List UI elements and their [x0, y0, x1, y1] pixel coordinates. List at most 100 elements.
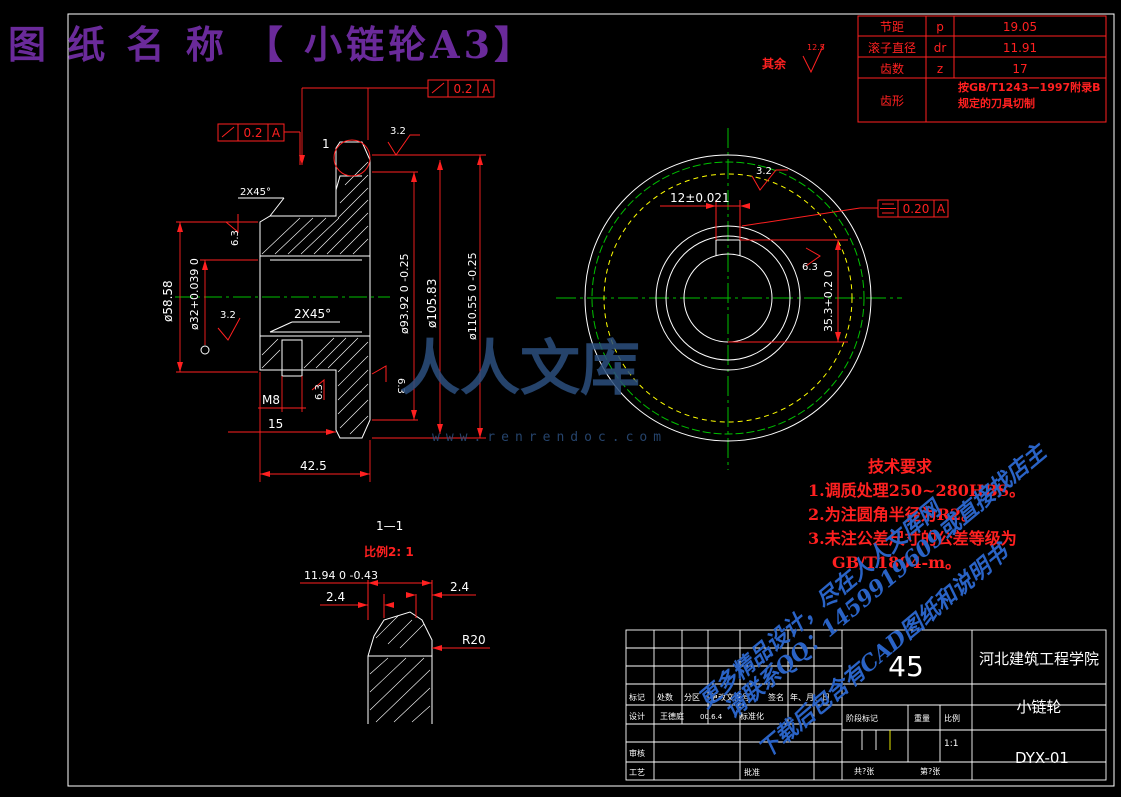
- chamfer-b-leader-tip: [269, 321, 293, 333]
- right-front-view: 3.2 6.3 12±0.021 35.3+0.2 0 0.20 A: [556, 128, 949, 470]
- dim-105-83: ø105.83: [425, 279, 439, 328]
- tol-top-value: 0.2: [453, 82, 472, 96]
- tb-row-label-1: 处数: [657, 692, 673, 702]
- tol-left-value: 0.2: [243, 126, 262, 140]
- detail-arrowheads: [358, 580, 442, 651]
- param-value-profile-box: 按GB/T1243—1997附录B规定的刀具切制: [958, 81, 1101, 110]
- hub-circle: [655, 225, 801, 371]
- outer-tip-circle: [584, 154, 872, 442]
- tb-part-name: 小链轮: [1016, 698, 1061, 716]
- param-label-roller: 滚子直径: [868, 40, 916, 55]
- keyway-outline: [715, 239, 741, 256]
- title-block-text: 45 河北建筑工程学院 小链轮 DYX-01 1:1 标记 处数 分区 更改文件…: [629, 650, 1099, 777]
- tech-item-1: 1.调质处理250~280HBS。: [808, 481, 1026, 500]
- param-label-profile: 齿形: [880, 94, 904, 108]
- tb-weight: 重量: [914, 713, 930, 723]
- tb-material: 45: [888, 650, 924, 683]
- tb-approve: 批准: [744, 767, 760, 777]
- param-value-pitch: 19.05: [1003, 20, 1037, 34]
- tech-heading: 技术要求: [868, 457, 933, 476]
- tol-frame-top: 0.2 A: [427, 79, 495, 98]
- surface-rest-value: 12.5: [807, 43, 825, 52]
- param-label-pitch: 节距: [880, 20, 904, 34]
- param-value-profile: 按GB/T1243—1997附录B规定的刀具切制: [958, 81, 1101, 110]
- rough-63-b: 6.3: [395, 378, 406, 394]
- tb-row-label-4: 签名: [768, 692, 784, 702]
- tech-item-2: 2.为注圆角半径为R2。: [808, 505, 978, 524]
- tol-top-ref: A: [482, 82, 491, 96]
- keyway-dim: 12±0.021: [670, 191, 730, 205]
- rough-32-a: 3.2: [390, 126, 406, 137]
- dim-32: ø32+0.039 0: [188, 258, 201, 330]
- tb-date: 00.6.4: [700, 713, 723, 721]
- left-roughness-symbols: [217, 134, 420, 400]
- right-dimension-lines: [660, 169, 878, 343]
- dim-2-4-b: 2.4: [450, 580, 469, 594]
- tb-row-label-2: 分区: [684, 693, 700, 702]
- hub-inner-circle: [665, 235, 791, 361]
- detail-callout-number: 1: [322, 137, 330, 151]
- symmetry-icon: [880, 203, 896, 214]
- dim-93-92: ø93.92 0 -0.25: [398, 253, 411, 334]
- surface-rest-note: 其余 12.5: [762, 43, 825, 74]
- tb-designer: 王德庭: [660, 711, 684, 721]
- tooth-profile: [367, 611, 433, 724]
- surface-rest-label: 其余: [762, 56, 787, 71]
- tol-frame-left: 0.2 A: [217, 123, 301, 165]
- roughness-symbol-icon: [802, 43, 825, 74]
- tech-item-3: 3.未注公差尺寸的公差等级为: [808, 529, 1017, 548]
- upper-section-outline: [259, 141, 371, 257]
- runout-icon: [431, 82, 445, 94]
- tb-scale-value: 1:1: [944, 739, 958, 749]
- tb-drawing-no: DYX-01: [1015, 749, 1069, 767]
- right-rough-32: 3.2: [756, 166, 772, 177]
- param-value-roller: 11.91: [1003, 41, 1037, 55]
- title-block: [625, 629, 1107, 781]
- tb-row-label-0: 标记: [629, 692, 645, 702]
- detail-circle: [333, 139, 371, 177]
- tb-std: 标准化: [740, 711, 764, 721]
- rough-63-c: 6.3: [314, 384, 325, 400]
- tb-design: 设计: [629, 711, 645, 721]
- sym-tol-ref: A: [937, 202, 946, 216]
- datum-a-icon: [200, 345, 210, 355]
- right-rough-63: 6.3: [802, 262, 818, 273]
- right-arrowheads: [706, 203, 841, 342]
- param-label-teeth: 齿数: [880, 61, 904, 76]
- tol-left-ref: A: [272, 126, 281, 140]
- rough-32-b: 3.2: [220, 310, 236, 321]
- param-symbol-teeth: z: [937, 62, 943, 76]
- chamfer-a-leader-tip: [269, 197, 285, 217]
- root-circle: [603, 173, 853, 423]
- param-value-teeth: 17: [1012, 62, 1027, 76]
- rough-63-a: 6.3: [230, 230, 241, 246]
- detail-view: 1—1 比例2: 1 11.94 0 -0.43 2.4: [300, 519, 490, 724]
- params-table: [857, 15, 1107, 123]
- left-dimension-lines: [176, 87, 486, 482]
- bore-outline: [259, 255, 371, 337]
- tb-school: 河北建筑工程学院: [979, 650, 1099, 668]
- drawing-border: [67, 13, 1115, 787]
- params-table-text: 节距 p 19.05 滚子直径 dr 11.91 齿数 z 17 齿形 按GB/…: [868, 20, 1101, 110]
- tb-row-label-3: 更改文件号: [710, 692, 750, 702]
- lower-hatching: [261, 337, 369, 435]
- dim-r20: R20: [462, 633, 486, 647]
- lower-section-outline: [259, 335, 371, 439]
- dim-42-5: 42.5: [300, 459, 327, 473]
- drawing-title: 图 纸 名 称 【 小链轮A3】: [8, 22, 537, 67]
- detail-label: 1—1: [376, 519, 403, 533]
- dim-110-55: ø110.55 0 -0.25: [466, 252, 479, 340]
- tooth-hatching: [369, 615, 431, 723]
- left-section-view: 1: [161, 79, 495, 482]
- tb-process: 工艺: [629, 768, 645, 777]
- tb-sheet: 第?张: [920, 766, 940, 776]
- param-symbol-pitch: p: [936, 20, 944, 34]
- detail-scale: 比例2: 1: [364, 544, 414, 559]
- symmetry-tol-frame: 0.20 A: [877, 199, 949, 218]
- upper-hatching: [261, 161, 369, 255]
- dim-11-94: 11.94 0 -0.43: [304, 569, 378, 582]
- technical-requirements: 技术要求 1.调质处理250~280HBS。 2.为注圆角半径为R2。 3.未注…: [808, 455, 1025, 575]
- tb-sheets: 共?张: [854, 767, 874, 776]
- param-symbol-roller: dr: [934, 41, 947, 55]
